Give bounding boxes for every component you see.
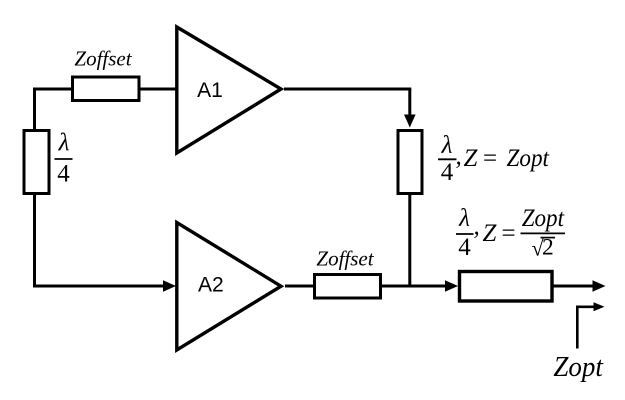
svg-text:4: 4 (57, 161, 70, 188)
svg-text:λ: λ (458, 205, 470, 232)
svg-text:A2: A2 (198, 274, 224, 297)
svg-text:4: 4 (441, 159, 454, 186)
svg-text:=: = (483, 145, 497, 172)
svg-text:Zopt: Zopt (522, 205, 565, 232)
svg-text:,: , (474, 213, 480, 240)
svg-text:Z: Z (464, 145, 479, 172)
svg-text:Zoffset: Zoffset (74, 47, 132, 71)
svg-text:Z: Z (483, 220, 498, 247)
svg-text:A1: A1 (197, 79, 223, 102)
svg-text:λ: λ (58, 130, 70, 157)
svg-text:=: = (502, 220, 516, 247)
svg-text:Zopt: Zopt (553, 352, 604, 383)
svg-text:Zopt: Zopt (507, 145, 550, 172)
svg-text:λ: λ (441, 132, 453, 159)
svg-text:,: , (456, 143, 462, 170)
svg-text:√: √ (532, 236, 545, 261)
svg-text:4: 4 (458, 234, 471, 261)
svg-text:2: 2 (542, 235, 554, 261)
svg-text:Zoffset: Zoffset (316, 247, 374, 271)
